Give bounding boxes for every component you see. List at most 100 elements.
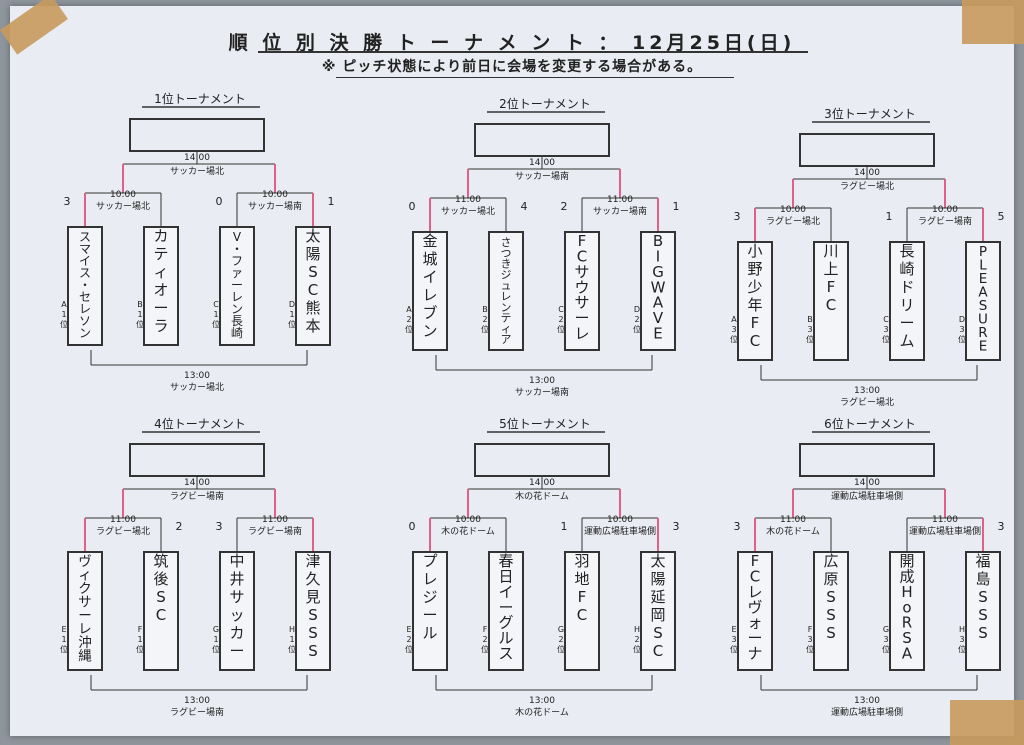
team-name-char: ブ [422,304,437,322]
team-seed-char: H [959,625,965,634]
third-venue: 木の花ドーム [515,706,569,718]
semi-venue: ラグビー場北 [96,525,150,537]
team-seed-char: 1 [61,310,66,319]
team-name-char: ラ [153,317,168,335]
team-seed-char: 位 [882,644,890,654]
tournament-heading: 5位トーナメント [499,416,591,431]
team-seed-char: 位 [136,644,144,654]
team-seed-char: 位 [212,644,220,654]
semi-time: 11:00 [110,515,136,525]
final-time: 14:00 [854,168,880,178]
team-seed-char: 位 [958,644,966,654]
team-seed-char: 3 [807,635,812,644]
team-name-char: S [308,263,318,281]
team-name-char: リ [899,296,914,314]
team-name-char: C [308,281,318,299]
team-name-char: 野 [747,260,762,278]
winner-box [130,444,264,476]
third-venue: 運動広場駐車場側 [831,706,903,718]
team-name-char: レ [422,286,437,304]
winner-box [800,134,934,166]
team-seed-char: 位 [405,324,413,334]
team-name-char: F [827,278,836,296]
team-name-char: 久 [305,570,320,588]
team-seed-char: E [406,625,411,634]
team-seed-char: H [289,625,295,634]
team-score: 4 [521,200,528,213]
semi-time: 10:00 [932,205,958,215]
team-seed-char: 位 [212,319,220,329]
team-seed-char: 2 [634,315,639,324]
semi-time: 10:00 [262,190,288,200]
team-name-char: 中 [229,552,244,570]
team-seed-char: 位 [60,644,68,654]
team-name-char: ン [79,326,91,340]
third-time: 13:00 [529,376,555,386]
team-name-char: ス [498,645,513,663]
team-name-char: 本 [305,317,320,335]
team-name-char: 原 [823,570,838,588]
team-score: 1 [673,200,680,213]
final-venue: 木の花ドーム [515,490,569,502]
team-name-char: S [978,606,988,624]
team-seed-char: G [213,625,219,634]
team-seed-char: C [213,300,219,309]
team-name-char: 長 [899,242,914,260]
team-score: 3 [64,195,71,208]
semi-time: 10:00 [110,190,136,200]
team-name-char: ー [899,314,914,332]
team-seed-char: 位 [633,324,641,334]
winner-box [800,444,934,476]
team-seed-char: 1 [289,635,294,644]
team-name-char: ッ [229,606,244,624]
semi-venue: ラグビー場北 [766,215,820,227]
team-seed-char: 3 [883,325,888,334]
semi-time: 10:00 [607,515,633,525]
team-seed-char: 位 [806,334,814,344]
tournament-heading: 4位トーナメント [154,416,246,431]
team-name-char: 広 [823,552,838,570]
team-name-char: ー [153,299,168,317]
team-name-char: サ [229,588,244,606]
semi-venue: サッカー場北 [96,200,150,212]
semi-venue: 木の花ドーム [766,525,820,537]
team-score: 0 [216,195,223,208]
team-name-char: カ [153,227,168,245]
team-seed-char: 2 [558,635,563,644]
winner-box [130,119,264,151]
semi-time: 11:00 [455,195,481,205]
team-seed-char: 1 [137,635,142,644]
team-name-char: S [826,624,836,642]
semi-venue: 木の花ドーム [441,525,495,537]
team-name-char: A [902,645,913,663]
third-time: 13:00 [184,696,210,706]
final-venue: サッカー場南 [515,170,569,182]
team-seed-char: D [289,300,295,309]
team-score: 1 [328,195,335,208]
semi-venue: サッカー場北 [441,205,495,217]
team-name-char: 島 [975,570,990,588]
semi-time: 11:00 [262,515,288,525]
team-seed-char: D [634,305,640,314]
team-seed-char: 位 [288,319,296,329]
team-name-char: 熊 [305,299,320,317]
team-seed-char: 位 [633,644,641,654]
team-score: 0 [409,520,416,533]
final-venue: 運動広場駐車場側 [831,490,903,502]
team-score: 3 [734,520,741,533]
team-seed-char: A [731,315,737,324]
semi-venue: ラグビー場南 [248,525,302,537]
team-name-char: C [653,642,663,660]
team-name-char: 崎 [899,260,914,278]
team-seed-char: 位 [288,644,296,654]
team-seed-char: 位 [136,319,144,329]
third-venue: サッカー場南 [515,386,569,398]
third-venue: サッカー場北 [170,381,224,393]
team-name-char: ナ [747,645,762,663]
team-name-char: S [978,588,988,606]
team-name-char: ジ [422,588,437,606]
team-seed-char: 3 [959,635,964,644]
third-time: 13:00 [854,696,880,706]
team-name-char: E [653,325,662,343]
team-score: 3 [734,210,741,223]
